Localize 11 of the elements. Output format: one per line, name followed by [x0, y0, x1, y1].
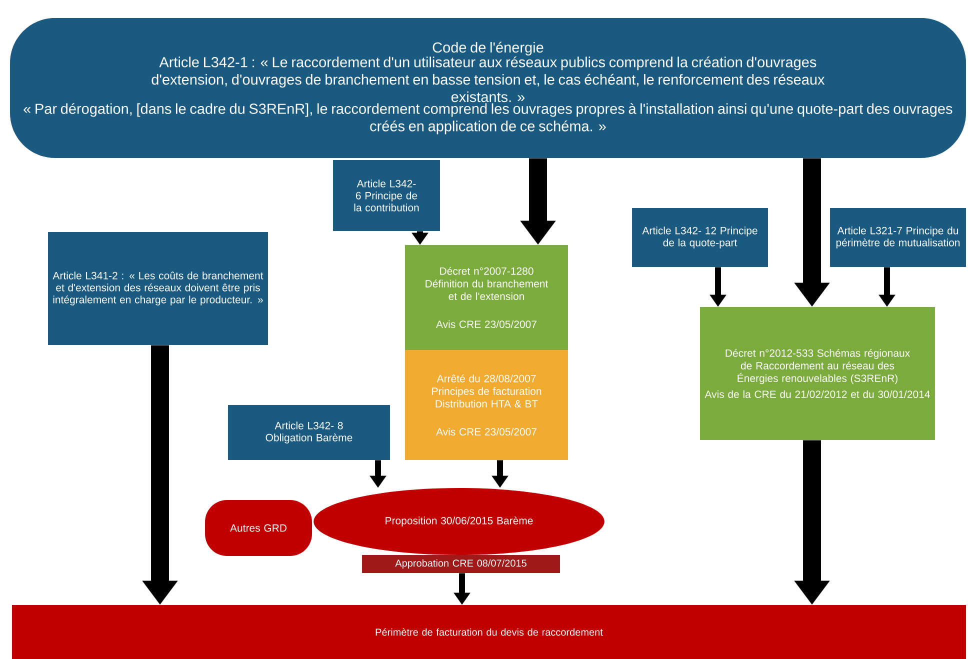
article-box: Article L342- 6 Principe de la contribution	[333, 160, 440, 231]
article-box: Article L342- 8 Obligation Barème	[228, 405, 390, 460]
rounded-box: Autres GRD	[205, 500, 312, 556]
decree-box: Décret n°2012-533 Schémas régionaux de Raccordement au réseau des Énergies renouvelables (S3REnR) Avis de la CRE du 21/02/2012 et du 30/01/2014	[700, 307, 936, 440]
decree-box: Décret n°2007-1280 Définition du branchement et de l'extension Avis CRE 23/05/2007	[405, 245, 568, 350]
approval-tag: Approbation CRE 08/07/2015	[362, 555, 560, 573]
article-box: Article L321-7 Principe du périmètre de mutualisation	[830, 208, 966, 267]
article-box: Article L342- 12 Principe de la quote-part	[632, 208, 768, 267]
article-box: Article L341-2 : « Les coûts de branchement et d'extension des réseaux doivent être pris intégralement en charge par le producteur. »	[48, 232, 268, 345]
decree-box: Arrêté du 28/08/2007 Principes de facturation Distribution HTA & BT Avis CRE 23/05/2007	[405, 350, 568, 460]
result-bar: Périmètre de facturation du devis de raccordement	[12, 605, 966, 659]
